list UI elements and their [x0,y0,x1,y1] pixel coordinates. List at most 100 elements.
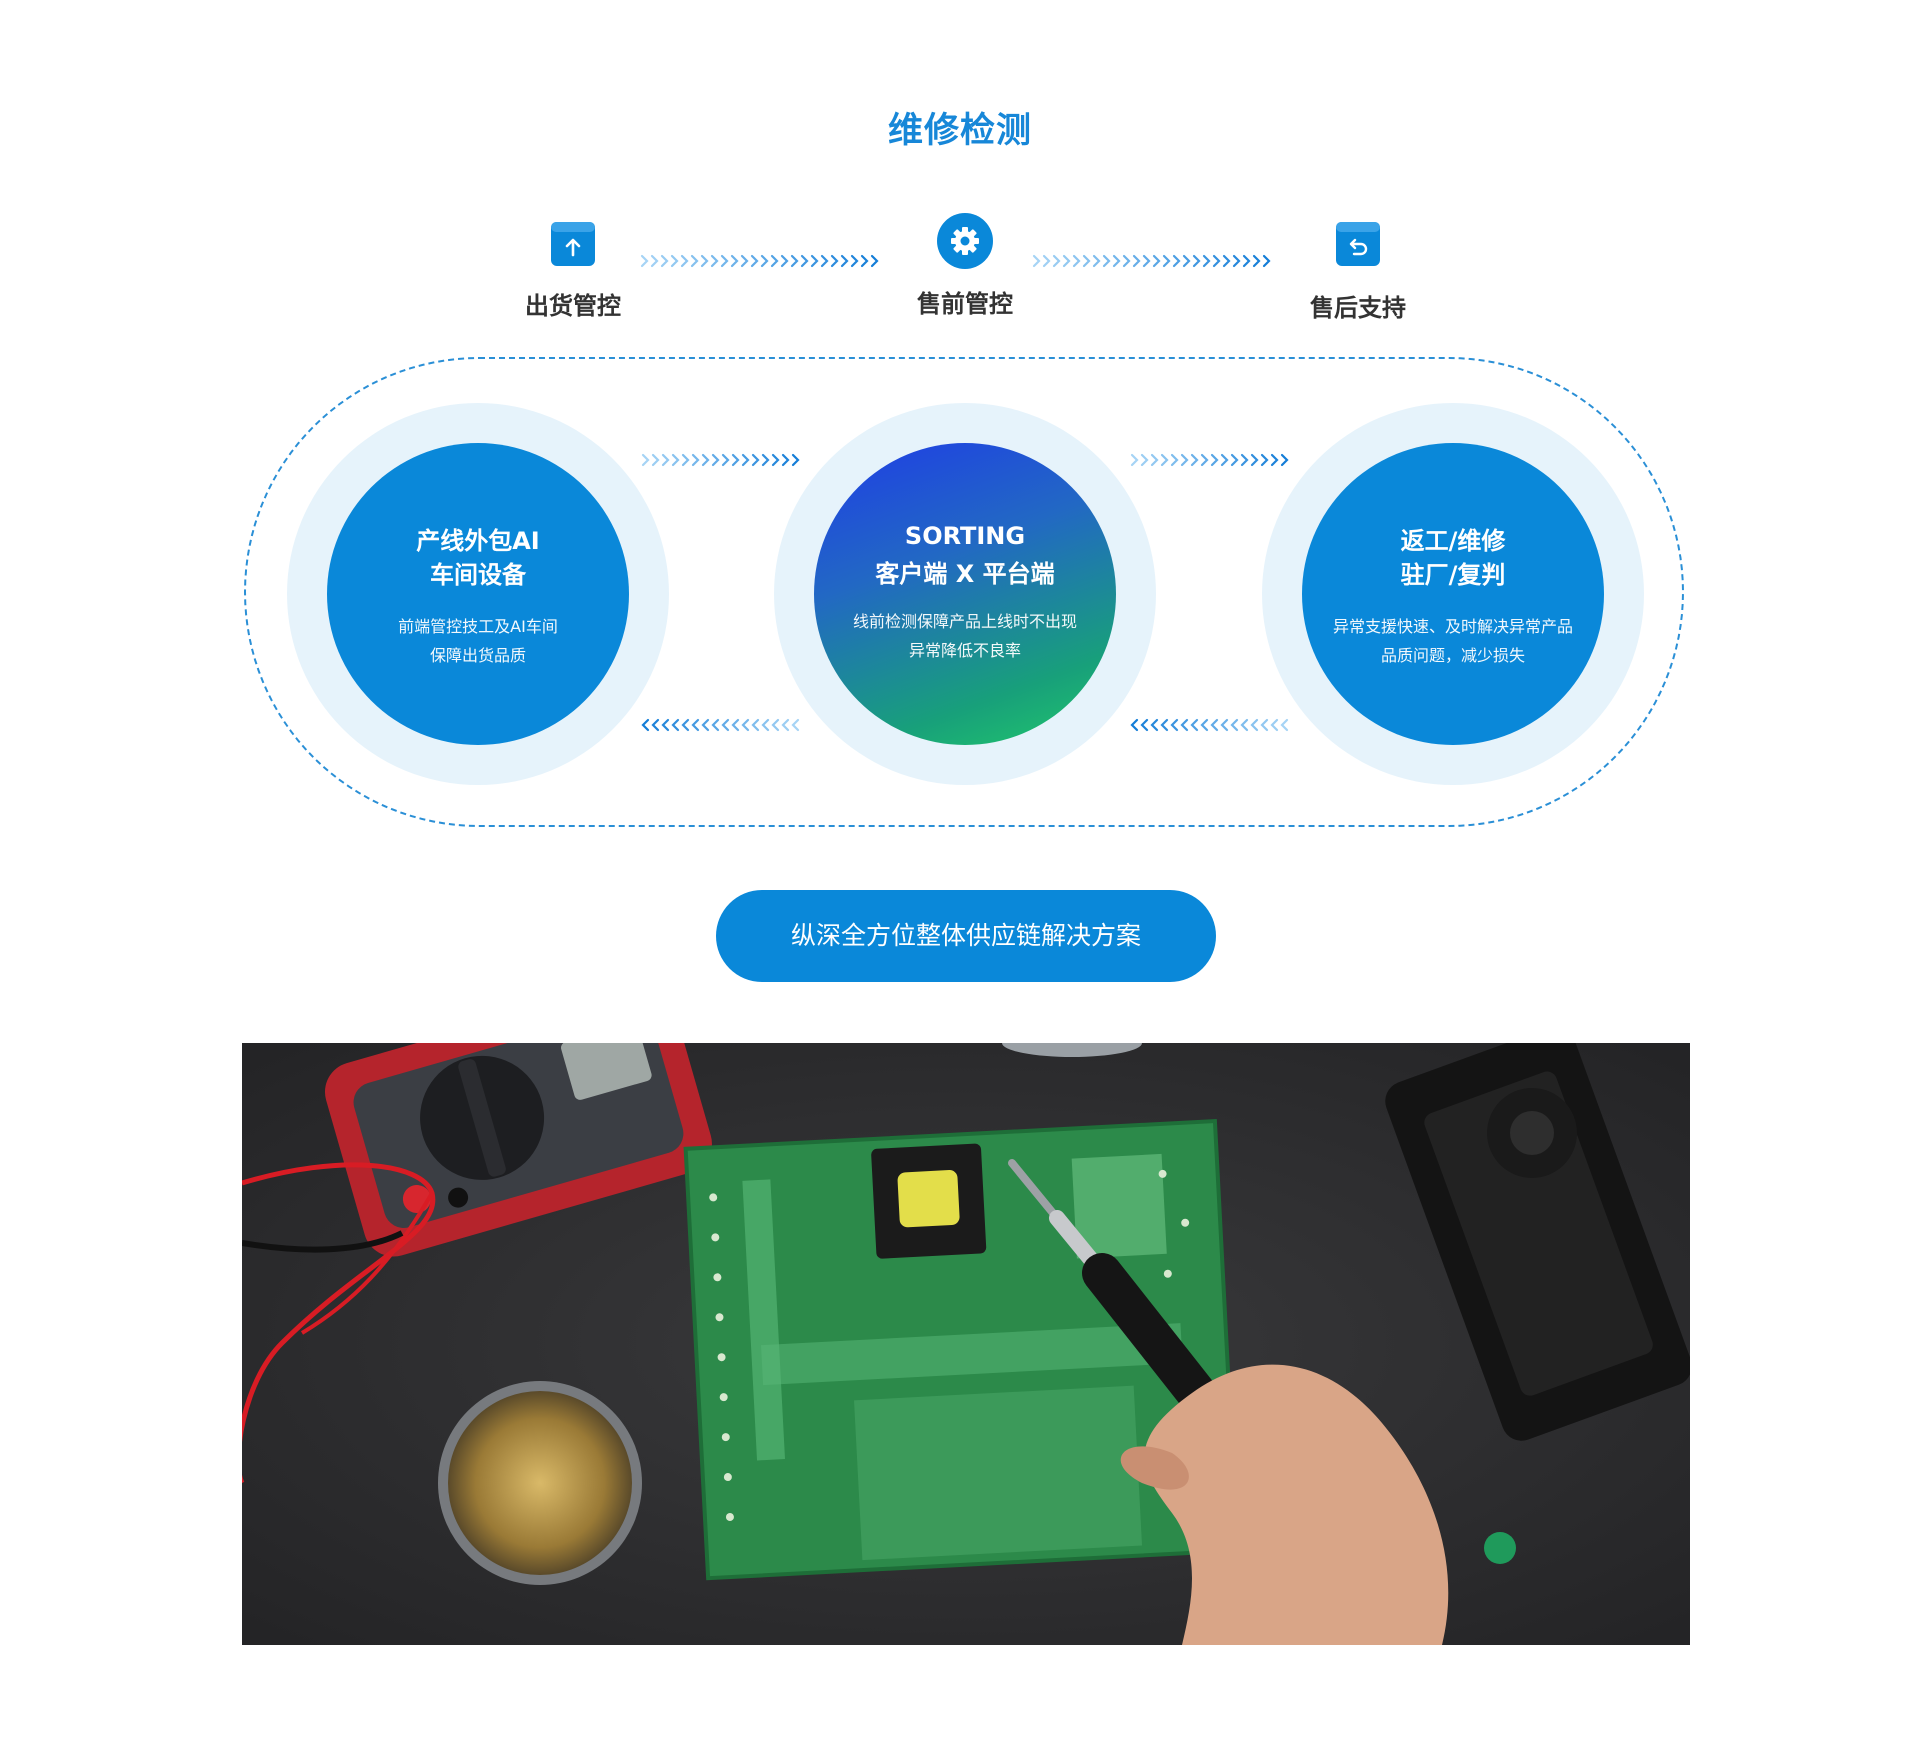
chevron-right-icon [761,453,770,467]
chevron-right-icon [1032,254,1041,268]
step-label-shipping: 出货管控 [525,292,621,320]
chevron-right-icon [750,254,759,268]
chevron-row-right [1130,453,1289,467]
circle-title: 客户端 X 平台端 [875,560,1055,588]
chevron-left-icon [1230,718,1239,732]
chevron-right-icon [1072,254,1081,268]
chevron-right-icon [1262,254,1271,268]
circle-title: 产线外包AI [416,527,540,555]
chevron-right-icon [1082,254,1091,268]
circle-desc: 线前检测保障产品上线时不出现 异常降低不良率 [814,607,1116,665]
chevron-row-arrow [640,254,879,268]
chevron-right-icon [1260,453,1269,467]
chevron-left-icon [691,718,700,732]
chevron-right-icon [730,254,739,268]
chevron-right-icon [1042,254,1051,268]
chevron-right-icon [1280,453,1289,467]
chevron-left-icon [721,718,730,732]
step-label-aftersales: 售后支持 [1310,294,1406,322]
chevron-left-icon [761,718,770,732]
chevron-right-icon [681,453,690,467]
chevron-right-icon [690,254,699,268]
chevron-right-icon [1190,453,1199,467]
circuit-board-soldering-image [242,1043,1690,1645]
chevron-right-icon [1130,453,1139,467]
chevron-right-icon [1170,453,1179,467]
service-circle-sorting: SORTING 客户端 X 平台端 线前检测保障产品上线时不出现 异常降低不良率 [814,443,1116,745]
chevron-row-arrow [1032,254,1271,268]
chevron-right-icon [1150,453,1159,467]
chevron-left-icon [1270,718,1279,732]
chevron-left-icon [1140,718,1149,732]
chevron-right-icon [650,254,659,268]
chevron-right-icon [1172,254,1181,268]
chevron-left-icon [641,718,650,732]
chevron-right-icon [751,453,760,467]
chevron-left-icon [651,718,660,732]
solution-button[interactable]: 纵深全方位整体供应链解决方案 [716,890,1216,982]
chevron-left-icon [1220,718,1229,732]
chevron-right-icon [791,453,800,467]
chevron-right-icon [770,254,779,268]
chevron-left-icon [1180,718,1189,732]
chevron-right-icon [810,254,819,268]
chevron-right-icon [1230,453,1239,467]
chevron-right-icon [710,254,719,268]
chevron-left-icon [781,718,790,732]
chevron-right-icon [1182,254,1191,268]
chevron-left-icon [751,718,760,732]
chevron-left-icon [1150,718,1159,732]
box-upload-icon [551,222,595,266]
chevron-right-icon [1092,254,1101,268]
chevron-row-left [641,718,800,732]
circle-desc-line: 异常降低不良率 [908,641,1021,660]
chevron-right-icon [1102,254,1111,268]
chevron-left-icon [1260,718,1269,732]
chevron-right-icon [1250,453,1259,467]
circle-desc: 异常支援快速、及时解决异常产品 品质问题，减少损失 [1302,612,1604,670]
chevron-right-icon [840,254,849,268]
chevron-right-icon [691,453,700,467]
chevron-right-icon [680,254,689,268]
chevron-right-icon [1220,453,1229,467]
chevron-right-icon [1180,453,1189,467]
circle-desc-line: 线前检测保障产品上线时不出现 [852,612,1077,631]
chevron-right-icon [870,254,879,268]
chevron-left-icon [711,718,720,732]
chevron-right-icon [1240,453,1249,467]
chevron-right-icon [790,254,799,268]
chevron-right-icon [760,254,769,268]
chevron-right-icon [1222,254,1231,268]
chevron-left-icon [1250,718,1259,732]
chevron-right-icon [1160,453,1169,467]
chevron-right-icon [1192,254,1201,268]
chevron-right-icon [701,453,710,467]
circle-desc-line: 异常支援快速、及时解决异常产品 [1332,617,1573,636]
chevron-left-icon [791,718,800,732]
service-circle-ai-workshop: 产线外包AI 车间设备 前端管控技工及AI车间 保障出货品质 [327,443,629,745]
chevron-right-icon [781,453,790,467]
box-return-icon [1336,222,1380,266]
chevron-right-icon [1232,254,1241,268]
service-circle-rework: 返工/维修 驻厂/复判 异常支援快速、及时解决异常产品 品质问题，减少损失 [1302,443,1604,745]
chevron-left-icon [1280,718,1289,732]
step-label-presales: 售前管控 [917,290,1013,318]
chevron-right-icon [711,453,720,467]
chevron-right-icon [1142,254,1151,268]
chevron-right-icon [1200,453,1209,467]
chevron-left-icon [671,718,680,732]
chevron-left-icon [1160,718,1169,732]
page-title: 维修检测 [887,111,1032,151]
chevron-right-icon [720,254,729,268]
chevron-left-icon [1130,718,1139,732]
process-capsule-border [244,357,1684,827]
circle-title: 返工/维修 [1400,527,1506,555]
chevron-right-icon [1132,254,1141,268]
chevron-right-icon [1202,254,1211,268]
chevron-right-icon [1162,254,1171,268]
chevron-right-icon [731,453,740,467]
chevron-left-icon [1240,718,1249,732]
chevron-right-icon [721,453,730,467]
chevron-left-icon [701,718,710,732]
chevron-right-icon [1242,254,1251,268]
